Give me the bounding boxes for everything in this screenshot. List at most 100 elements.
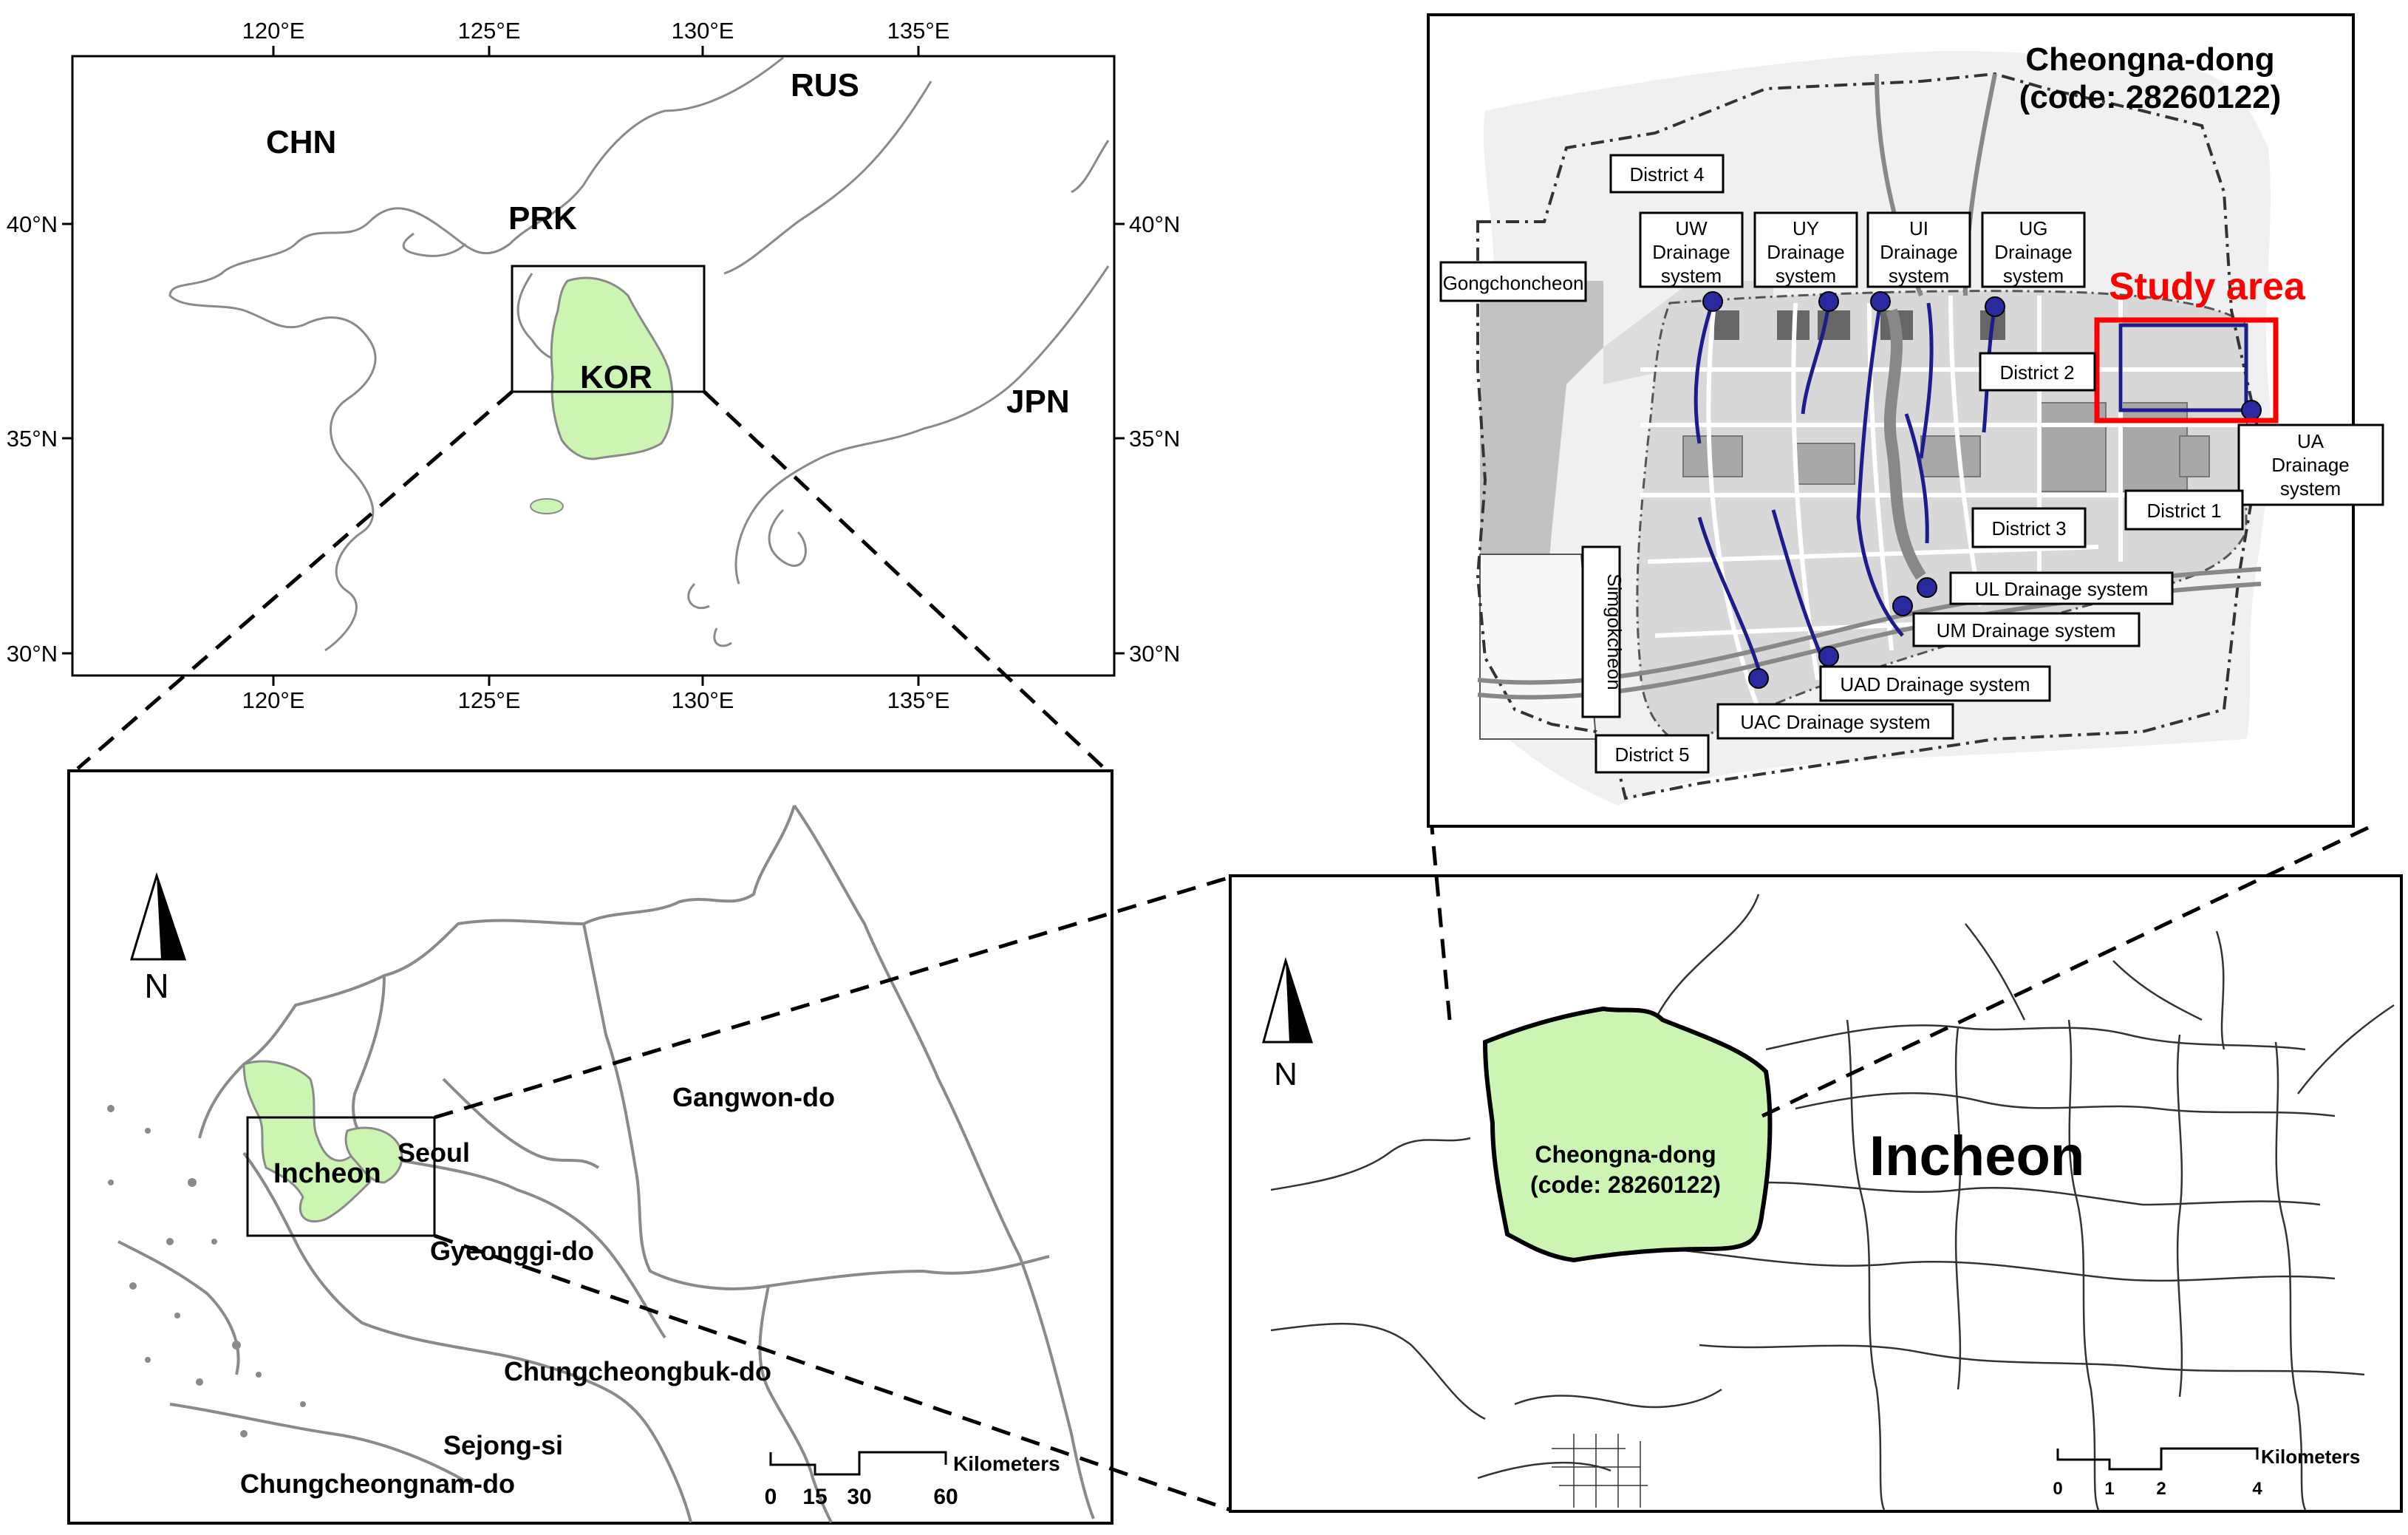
label-chungbuk: Chungcheongbuk-do [504, 1356, 771, 1386]
lat-tick-right-35: 35°N [1129, 426, 1180, 452]
country-label-chn: CHN [266, 124, 336, 160]
lat-tick-left-35: 35°N [7, 426, 58, 452]
incheon-admin-boundaries [1270, 894, 2395, 1511]
label-ua-line2: Drainage [2271, 454, 2350, 476]
label-district-2: District 2 [1999, 361, 2074, 384]
label-ua-line1: UA [2297, 430, 2325, 452]
label-uy-line2: Drainage [1767, 241, 1845, 263]
scale-bar-incheon: Kilometers 0 1 2 4 [2053, 1446, 2360, 1499]
label-chungnam: Chungcheongnam-do [240, 1468, 515, 1499]
incheon-city-label: Incheon [1869, 1125, 2084, 1188]
label-uad: UAD Drainage system [1840, 673, 2030, 695]
country-label-rus: RUS [791, 67, 859, 103]
label-ua-line3: system [2280, 477, 2341, 500]
label-ug-line3: system [2003, 265, 2064, 287]
connector-lines-overview [76, 390, 1106, 770]
label-ui-line1: UI [1909, 217, 1928, 239]
incheon-extent-box [246, 1116, 436, 1237]
label-uy-line1: UY [1793, 217, 1819, 239]
lon-tick-bottom-135: 135°E [887, 687, 950, 713]
incheon-map-frame [1229, 874, 2403, 1513]
label-gangwon: Gangwon-do [672, 1082, 835, 1112]
scale-tick-incheon-0: 0 [2053, 1479, 2062, 1499]
road-grid [1640, 295, 2246, 711]
korea-extent-box [511, 265, 706, 393]
drainage-outlets [1702, 291, 2262, 689]
country-label-prk: PRK [508, 200, 577, 236]
label-district-1: District 1 [2146, 500, 2221, 522]
lat-tick-left-40: 40°N [7, 211, 58, 237]
label-district-5: District 5 [1614, 743, 1689, 766]
label-uw-line1: UW [1675, 217, 1708, 239]
cheongna-boundary-detail [1476, 72, 2263, 800]
scale-tick-province-30: 30 [847, 1485, 871, 1509]
label-uw-line3: system [1661, 265, 1722, 287]
coastal-islands [107, 1105, 306, 1437]
label-simgokcheon: Simgokcheon [1603, 574, 1626, 690]
dense-urban-grid [1552, 1434, 1648, 1508]
lon-tick-bottom-125: 125°E [458, 687, 521, 713]
label-incheon: Incheon [273, 1158, 381, 1189]
connector-lines-province [434, 875, 1231, 1512]
lon-tick-bottom-130: 130°E [672, 687, 734, 713]
connector-lines-incheon [1430, 826, 2370, 1118]
label-ui-line2: Drainage [1880, 241, 1958, 263]
study-area-box [2094, 317, 2279, 423]
scale-tick-province-0: 0 [765, 1485, 777, 1509]
detail-map: Study area Cheongna-dong (code: 28260122… [1427, 13, 2384, 828]
label-gyeonggi: Gyeonggi-do [430, 1236, 594, 1266]
south-korea-shape [550, 276, 674, 460]
label-sejong: Sejong-si [443, 1430, 563, 1460]
label-district-4: District 4 [1629, 163, 1704, 186]
scale-tick-incheon-4: 4 [2252, 1479, 2262, 1499]
detail-label-boxes [1439, 154, 2384, 774]
district-5-zone [1479, 554, 1597, 740]
lon-tick-top-125: 125°E [458, 18, 521, 44]
coastlines [168, 56, 1110, 652]
lon-tick-bottom-120: 120°E [242, 687, 305, 713]
country-label-kor: KOR [580, 359, 652, 395]
incheon-shape [242, 1060, 374, 1223]
scale-tick-province-60: 60 [933, 1485, 958, 1509]
scale-unit-province: Kilometers [953, 1452, 1060, 1475]
north-arrow-province: N [129, 872, 187, 1005]
label-seoul: Seoul [398, 1137, 470, 1168]
lat-tick-left-30: 30°N [7, 641, 58, 667]
north-label-province: N [144, 967, 168, 1005]
lat-tick-right-40: 40°N [1129, 211, 1180, 237]
scale-tick-incheon-2: 2 [2156, 1479, 2166, 1499]
lon-tick-top-135: 135°E [887, 18, 950, 44]
label-uw-line2: Drainage [1652, 241, 1730, 263]
label-gongchoncheon: Gongchoncheon [1443, 272, 1584, 294]
cheongna-dong-name: Cheongna-dong [1535, 1141, 1716, 1168]
korea-overview-map: 120°E 125°E 130°E 135°E 120°E 125°E 130°… [7, 18, 1181, 713]
detail-title-name: Cheongna-dong [2025, 41, 2274, 78]
province-map-frame [67, 769, 1113, 1525]
lat-tick-right-30: 30°N [1129, 641, 1180, 667]
jeju-shape [530, 498, 564, 514]
label-ug-line1: UG [2019, 217, 2048, 239]
cheongna-dong-shape [1482, 1006, 1773, 1263]
detail-title-code: (code: 28260122) [2019, 79, 2282, 115]
country-label-jpn: JPN [1006, 384, 1070, 420]
district-4-zone-left [1480, 281, 1603, 621]
lon-tick-top-120: 120°E [242, 18, 305, 44]
scale-tick-province-15: 15 [802, 1485, 827, 1509]
north-arrow-incheon: N [1262, 956, 1314, 1092]
seoul-shape [344, 1126, 403, 1184]
label-uy-line3: system [1776, 265, 1836, 287]
label-ui-line3: system [1889, 265, 1949, 287]
incheon-map: Cheongna-dong (code: 28260122) Incheon N… [1229, 874, 2403, 1513]
central-waterway [1883, 308, 1926, 580]
label-ul: UL Drainage system [1975, 578, 2149, 600]
label-ug-line2: Drainage [1994, 241, 2073, 263]
label-district-3: District 3 [1991, 517, 2066, 540]
scale-bar-province: Kilometers 0 15 30 60 [765, 1451, 1060, 1509]
label-uac: UAC Drainage system [1740, 711, 1930, 733]
label-um: UM Drainage system [1937, 619, 2116, 641]
cheongna-dong-code: (code: 28260122) [1530, 1171, 1721, 1198]
scale-tick-incheon-1: 1 [2104, 1479, 2114, 1499]
province-boundaries [117, 804, 1095, 1523]
north-label-incheon: N [1274, 1056, 1297, 1092]
